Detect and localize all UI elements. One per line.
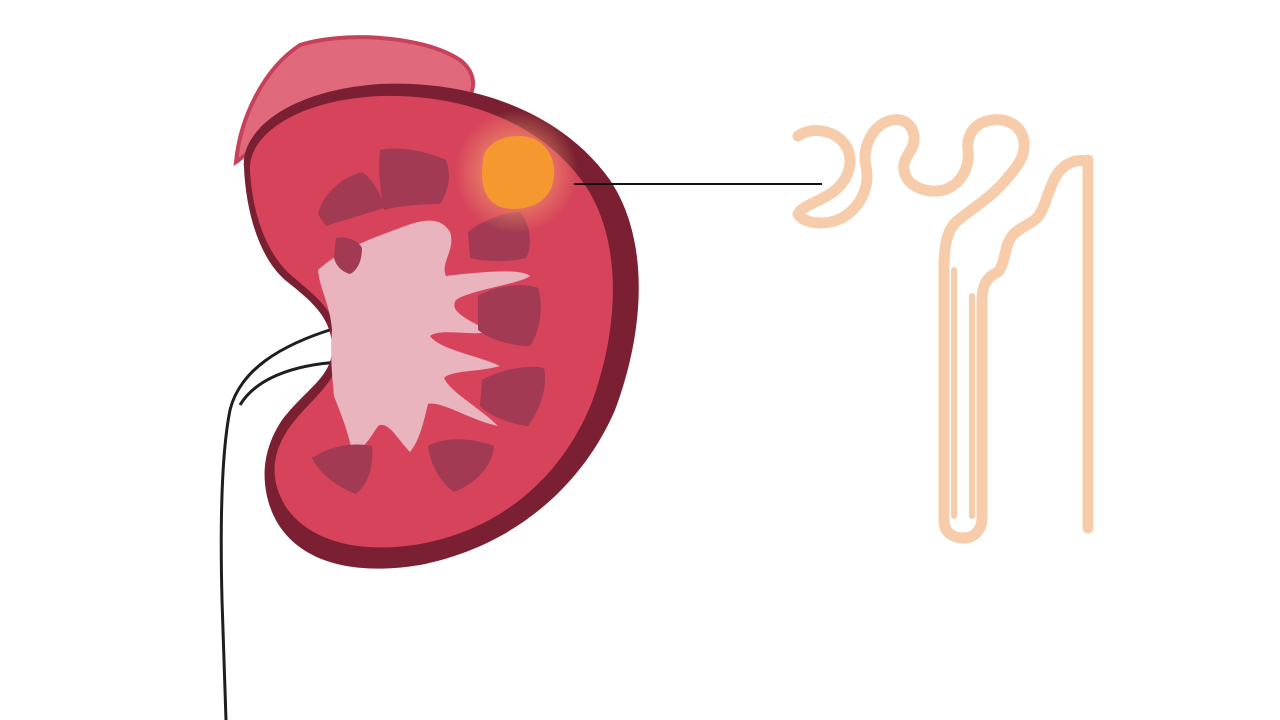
pyramid-6 xyxy=(428,439,494,492)
ureter-vessels xyxy=(219,326,341,720)
pyramid-5 xyxy=(480,366,546,426)
renal-pelvis xyxy=(318,220,530,452)
pyramid-2 xyxy=(379,148,449,210)
vessel-line-lower xyxy=(238,360,341,406)
pyramid-1 xyxy=(318,172,384,226)
nephron-icon xyxy=(792,114,1094,544)
pyramid-8 xyxy=(334,237,362,274)
pyramid-4 xyxy=(478,285,541,346)
nephron-proximal-tubule xyxy=(792,114,1094,544)
highlight-core xyxy=(482,135,555,210)
vessel-line-upper xyxy=(219,326,337,720)
nephron-loop-inner xyxy=(951,267,975,519)
pyramid-7 xyxy=(312,444,373,494)
highlight-marker-icon xyxy=(454,110,578,234)
kidney-icon xyxy=(243,83,639,569)
